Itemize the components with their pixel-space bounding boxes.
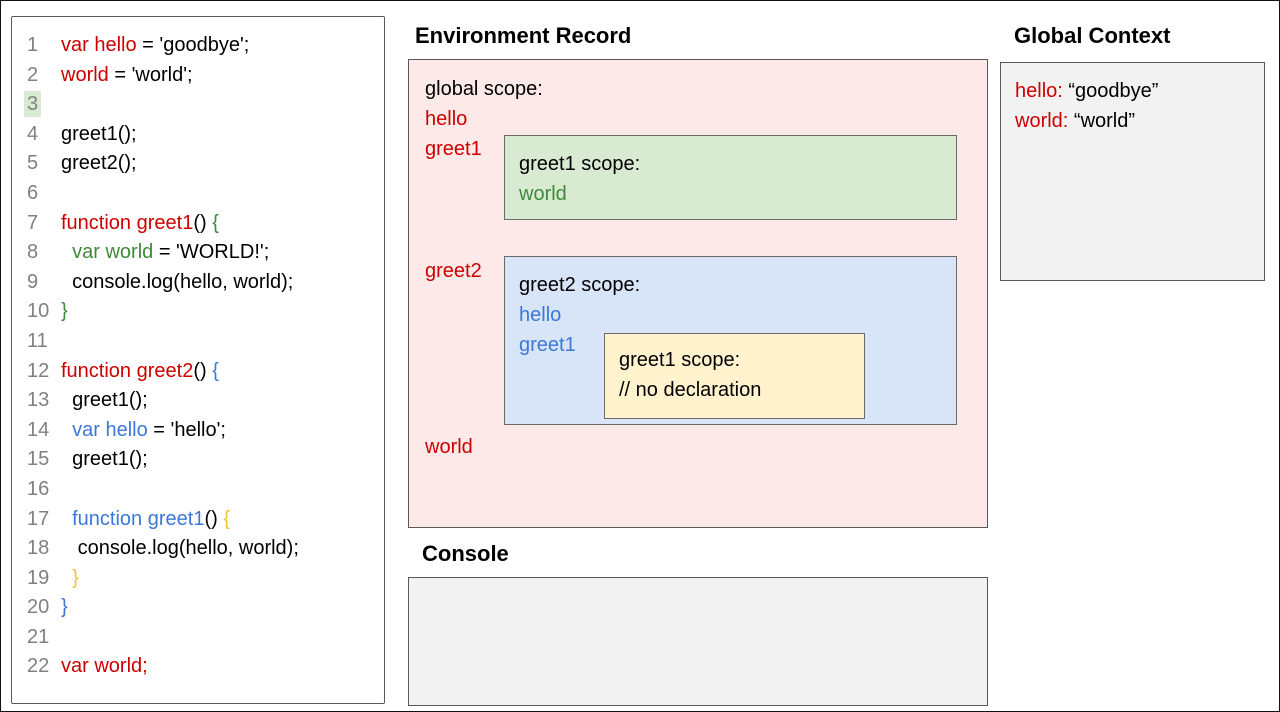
line-number: 5 [27, 152, 39, 175]
code-text: greet1(); [61, 389, 148, 412]
inner-greet1-scope-label: greet1 scope: [619, 349, 741, 371]
global-var-greet1: greet1 [425, 138, 482, 160]
greet1-scope-var-world: world [519, 183, 567, 205]
global-context-entry-world: world: “world” [1015, 110, 1136, 132]
code-line: 19 } [24, 564, 384, 594]
line-number: 22 [27, 655, 50, 678]
greet2-scope-label: greet2 scope: [519, 274, 641, 296]
line-number: 4 [27, 122, 39, 145]
line-number: 16 [27, 477, 50, 500]
line-number: 2 [27, 63, 39, 86]
code-text: console.log(hello, world); [61, 537, 299, 560]
code-line: 3 [24, 90, 384, 120]
inner-greet1-scope-box: greet1 scope: // no declaration [604, 333, 865, 419]
inner-greet1-scope-comment: // no declaration [619, 379, 762, 401]
line-number: 15 [27, 448, 50, 471]
greet1-scope-box: greet1 scope: world [504, 135, 957, 220]
code-line: 13 greet1(); [24, 386, 384, 416]
code-line: 8 var world = 'WORLD!'; [24, 238, 384, 268]
line-number: 10 [27, 300, 50, 323]
code-text: world = 'world'; [61, 63, 193, 86]
console-title: Console [422, 541, 509, 566]
global-context-entry-hello: hello: “goodbye” [1015, 80, 1159, 102]
code-text: var hello = 'hello'; [72, 418, 226, 441]
code-text: } [61, 596, 68, 619]
global-var-world: world [425, 436, 473, 458]
line-number: 12 [27, 359, 50, 382]
code-line: 4 greet1(); [24, 120, 384, 150]
code-text: greet1(); [61, 122, 137, 145]
code-editor-panel: 1 var hello = 'goodbye'; 2 world = 'world';… [11, 16, 385, 704]
global-context-title: Global Context [1014, 23, 1171, 48]
code-text: greet2(); [61, 152, 137, 175]
line-number: 19 [27, 566, 50, 589]
line-number: 1 [27, 34, 39, 56]
code-text: } [72, 566, 79, 589]
code-text: var world = 'WORLD!'; [72, 241, 270, 264]
code-line: 20} [24, 593, 384, 623]
code-line: 6 [24, 179, 384, 209]
line-number: 6 [27, 181, 39, 204]
code-text: var world; [61, 655, 148, 678]
greet2-scope-box: greet2 scope: hello greet1 greet1 scope:… [504, 256, 957, 425]
code-line: 9 console.log(hello, world); [24, 268, 384, 298]
code-text: function greet1() { [72, 507, 231, 530]
code-line: 22 var world; [24, 652, 384, 682]
code-line: 2 world = 'world'; [24, 61, 384, 91]
code-text: console.log(hello, world); [61, 270, 294, 293]
line-number: 11 [27, 329, 48, 352]
greet1-scope-label: greet1 scope: [519, 153, 641, 175]
greet2-scope-var-greet1: greet1 [519, 334, 576, 356]
code-line: 14 var hello = 'hello'; [24, 416, 384, 446]
line-number: 8 [27, 241, 39, 264]
line-number: 17 [27, 507, 50, 530]
code-line: 15 greet1(); [24, 445, 384, 475]
code-lines: 1 var hello = 'goodbye'; 2 world = 'world';… [24, 31, 384, 682]
code-line: 18 console.log(hello, world); [24, 534, 384, 564]
line-number: 3 [24, 90, 61, 120]
line-number: 18 [27, 537, 50, 560]
global-scope-box: global scope: hello greet1 greet2 world … [408, 59, 988, 528]
code-text: function greet2() { [61, 359, 219, 382]
line-number: 7 [27, 211, 39, 234]
line-number: 20 [27, 596, 50, 619]
code-line: 1 var hello = 'goodbye'; [24, 31, 384, 61]
code-text: function greet1() { [61, 211, 219, 234]
global-scope-label: global scope: [425, 78, 543, 100]
global-var-hello: hello [425, 108, 468, 130]
code-line: 17 function greet1() { [24, 505, 384, 535]
global-context-box: hello: “goodbye” world: “world” [1000, 62, 1265, 281]
code-line: 16 [24, 475, 384, 505]
code-text: } [61, 300, 68, 323]
line-number: 21 [27, 625, 50, 648]
code-line: 7 function greet1() { [24, 209, 384, 239]
code-line: 10} [24, 297, 384, 327]
code-line: 5 greet2(); [24, 149, 384, 179]
code-line: 12 function greet2() { [24, 357, 384, 387]
environment-record-title: Environment Record [415, 23, 632, 48]
global-var-greet2: greet2 [425, 260, 482, 282]
code-line: 11 [24, 327, 384, 357]
code-text: var hello = 'goodbye'; [61, 34, 250, 56]
greet2-scope-var-hello: hello [519, 304, 562, 326]
line-number: 9 [27, 270, 39, 293]
line-number: 13 [27, 389, 50, 412]
console-output-box [408, 577, 988, 706]
code-line: 21 [24, 623, 384, 653]
code-text: greet1(); [61, 448, 148, 471]
line-number: 14 [27, 418, 50, 441]
